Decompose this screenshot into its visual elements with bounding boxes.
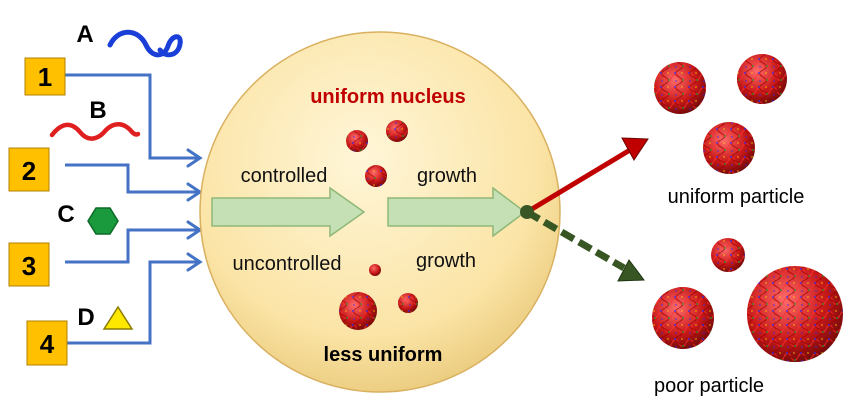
input-number-1: 1 xyxy=(38,62,52,92)
uniform-nucleus-particles xyxy=(346,120,408,187)
uncontrolled-label: uncontrolled xyxy=(233,253,342,275)
connector-line-2 xyxy=(65,163,200,194)
uniform-output-particles xyxy=(654,54,787,174)
red-wavy-chain-icon xyxy=(49,122,141,141)
arrowhead-3 xyxy=(186,220,203,240)
controlled-label: controlled xyxy=(241,165,328,187)
process-arrow-left xyxy=(211,186,366,238)
input-letter-d: D xyxy=(77,304,94,331)
process-arrow-right xyxy=(387,186,527,238)
connector-line-1 xyxy=(65,73,200,160)
green-hexagon-icon xyxy=(87,207,119,235)
center-title: uniform nucleus xyxy=(310,86,466,108)
connector-line-4 xyxy=(65,260,200,345)
input-letter-b: B xyxy=(89,97,106,124)
input-letter-a: A xyxy=(76,21,93,48)
input-box-2: 2 xyxy=(8,147,50,192)
input-box-4: 4 xyxy=(26,320,68,366)
uniform-path-arrow xyxy=(525,147,632,215)
poor-particle-label: poor particle xyxy=(654,375,764,397)
input-letter-c: C xyxy=(57,201,74,228)
uniform-path-arrowhead xyxy=(621,137,649,161)
branch-node xyxy=(520,205,534,219)
input-number-2: 2 xyxy=(22,156,36,186)
arrowhead-2 xyxy=(186,182,203,202)
connector-line-3 xyxy=(65,228,200,264)
blue-wavy-chain-icon xyxy=(107,29,183,58)
input-box-3: 3 xyxy=(8,242,50,287)
growth-label-bottom: growth xyxy=(416,250,476,272)
poor-output-particles xyxy=(652,238,843,362)
poor-path-arrowhead xyxy=(617,259,645,282)
input-connectors xyxy=(65,73,200,345)
uniform-particle-label: uniform particle xyxy=(668,186,805,208)
arrowhead-1 xyxy=(186,148,203,168)
less-uniform-label: less uniform xyxy=(324,344,443,366)
input-number-3: 3 xyxy=(22,251,36,281)
yellow-triangle-icon xyxy=(102,305,134,330)
poor-path-arrow xyxy=(525,208,626,272)
less-uniform-particles xyxy=(339,264,418,330)
arrowhead-4 xyxy=(186,252,203,272)
connector-arrowheads xyxy=(186,148,203,272)
input-box-1: 1 xyxy=(24,57,66,96)
growth-label-top: growth xyxy=(417,165,477,187)
input-number-4: 4 xyxy=(40,329,55,359)
reaction-circle xyxy=(199,31,561,393)
